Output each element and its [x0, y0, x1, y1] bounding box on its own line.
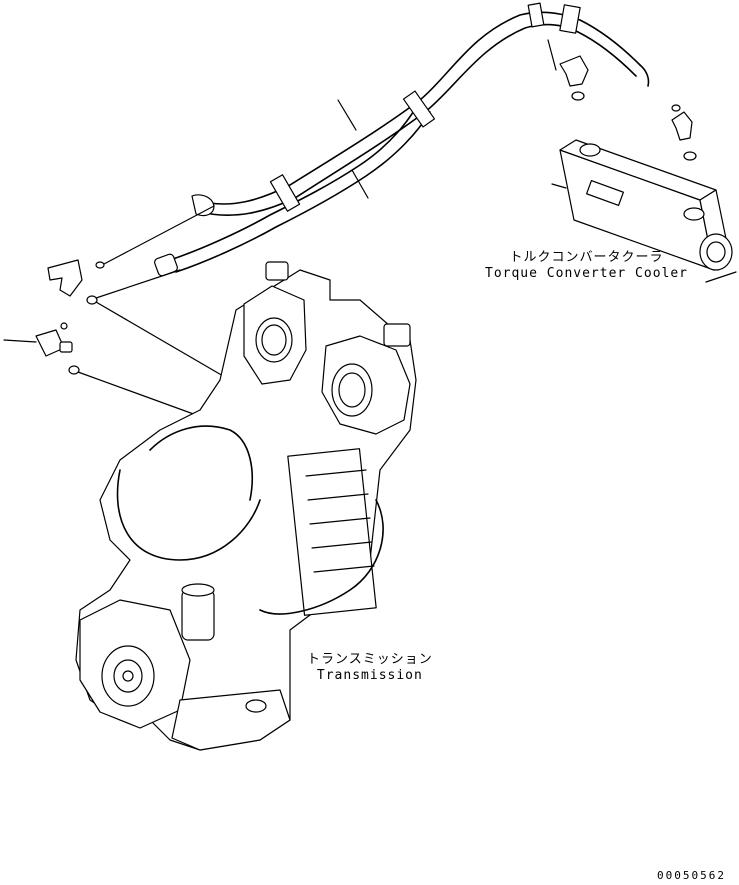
o-ring-2 — [86, 295, 98, 305]
hose-end-fitting-lower — [154, 253, 178, 277]
cooler-label-jp: トルクコンバータクーラ — [509, 250, 664, 265]
oil-hose-pipe-lower — [169, 99, 431, 273]
pipe-clamp-3 — [527, 2, 581, 34]
o-ring-1 — [95, 261, 105, 269]
drawing-number: 00050562 — [657, 869, 726, 882]
cooler-label-en: Torque Converter Cooler — [485, 266, 689, 281]
cooler-o-ring-2 — [671, 104, 681, 112]
o-ring-3 — [60, 322, 68, 330]
torque-converter-cooler — [551, 139, 737, 283]
transmission — [75, 261, 417, 751]
transmission-label: トランスミッション Transmission — [307, 652, 433, 684]
cooler-label: トルクコンバータクーラ Torque Converter Cooler — [485, 250, 688, 282]
cooler-o-ring-3 — [683, 151, 697, 161]
pipe-clamp-1 — [269, 174, 301, 212]
elbow-fitting-left-upper — [47, 259, 83, 297]
cooler-o-ring-1 — [571, 91, 585, 101]
connector-fitting-left — [35, 329, 73, 357]
cooler-elbow-fitting-left — [559, 55, 589, 87]
transmission-label-en: Transmission — [316, 668, 423, 683]
pipe-clamp-2 — [402, 90, 436, 128]
cooler-elbow-fitting-right — [671, 111, 693, 141]
transmission-label-jp: トランスミッション — [307, 652, 433, 667]
o-ring-4 — [68, 365, 80, 375]
